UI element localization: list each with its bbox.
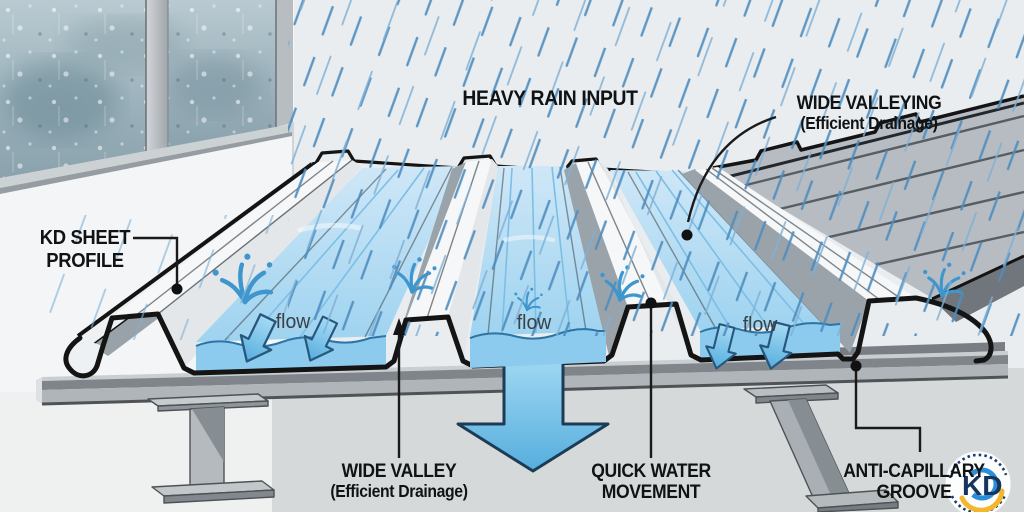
i-beam-left bbox=[147, 393, 275, 504]
brand-logo: KD bbox=[944, 450, 1012, 512]
label-heavy-rain-input: HEAVY RAIN INPUT bbox=[462, 86, 638, 110]
label-flow-left: flow bbox=[275, 311, 311, 333]
rain bbox=[40, 0, 1024, 340]
label-wide-valleying: WIDE VALLEYING(Efficient Drainage) bbox=[796, 92, 942, 134]
label-flow-right: flow bbox=[742, 314, 778, 336]
window-mullion bbox=[146, 0, 168, 152]
label-flow-center: flow bbox=[516, 312, 552, 334]
window-sill bbox=[0, 124, 292, 188]
label-wide-valley: WIDE VALLEY(Efficient Drainage) bbox=[330, 460, 468, 502]
water-front-center bbox=[470, 329, 606, 368]
i-beam-right bbox=[743, 384, 899, 512]
window bbox=[0, 0, 294, 262]
logo-monogram: KD bbox=[962, 470, 1002, 501]
quick-water-arrow bbox=[456, 352, 610, 473]
leader-lines bbox=[133, 115, 922, 458]
